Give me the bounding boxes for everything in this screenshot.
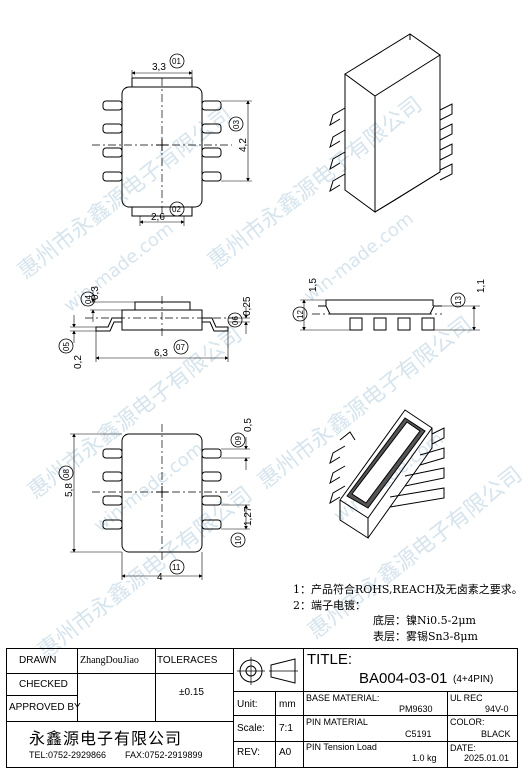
- company-name: 永鑫源电子有限公司: [29, 729, 183, 748]
- ul-value: 94V-0: [485, 704, 509, 714]
- company-tel: TEL:0752-2929866: [29, 750, 107, 760]
- balloon: 05: [62, 342, 71, 351]
- color-label: COLOR:: [450, 717, 485, 727]
- dim-label: 3,3: [152, 62, 166, 73]
- color-value: BLACK: [481, 729, 511, 739]
- projection-symbol-icon: [237, 657, 298, 685]
- dim-label: 1,5: [308, 278, 319, 292]
- dim-label: 2,6: [151, 212, 165, 223]
- title-label: TITLE:: [307, 651, 353, 668]
- dim-label: 0,2: [73, 355, 84, 369]
- drawn-value: ZhangDouJiao: [80, 655, 139, 666]
- dim-label: 1,27: [243, 506, 254, 526]
- dim-label: 5,8: [64, 483, 75, 497]
- dim-label: 6,3: [154, 348, 168, 359]
- dim-label: 0,3: [90, 286, 101, 300]
- pin-tension-label: PIN Tension Load: [306, 742, 377, 752]
- title-suffix: (4+4PIN): [453, 674, 494, 685]
- balloon: 10: [234, 536, 243, 545]
- dim-label: 4: [157, 572, 163, 583]
- balloon: 02: [172, 205, 181, 214]
- end-view-labels: 1,5 1,1 12 13: [292, 278, 487, 322]
- balloon: 09: [234, 436, 243, 445]
- isometric-view-bottom: [329, 409, 445, 539]
- title-value: BA004-03-01: [359, 670, 448, 687]
- balloon: 01: [172, 57, 181, 66]
- pin-material-value: C5191: [405, 729, 432, 739]
- side-view-labels: 0,3 0,2 0,25 6,3 04 05 06 07: [58, 286, 253, 369]
- date-value: 2025.01.01: [464, 753, 510, 763]
- balloon: 11: [172, 563, 181, 572]
- unit-label: Unit:: [237, 699, 258, 710]
- dim-label: 0,25: [242, 296, 253, 316]
- dim-label: 4,2: [238, 138, 249, 152]
- date-label: DATE:: [450, 743, 476, 753]
- approved-label: APPROVED BY: [9, 702, 81, 713]
- side-view: [70, 290, 250, 362]
- balloon: 13: [454, 296, 463, 305]
- balloon: 06: [231, 316, 240, 325]
- tolerances-label: TOLERACES: [157, 655, 218, 666]
- notes: 1：产品符合ROHS,REACH及无卤素之要求。 2：端子电镀： 底层：镍Ni0…: [293, 582, 523, 644]
- isometric-view-top: [329, 33, 453, 213]
- note-line: 2：端子电镀：: [293, 598, 366, 612]
- checked-label: CHECKED: [19, 679, 68, 690]
- pin-material-label: PIN MATERIAL: [306, 717, 368, 727]
- title-block: DRAWN ZhangDouJiao TOLERACES CHECKED ±0.…: [6, 648, 518, 768]
- note-line: 1：产品符合ROHS,REACH及无卤素之要求。: [293, 583, 523, 596]
- top-view: [92, 70, 252, 226]
- balloon: 03: [232, 120, 241, 129]
- company-fax: FAX:0752-2919899: [125, 750, 203, 760]
- balloon: 04: [84, 295, 93, 304]
- balloon: 12: [296, 310, 305, 319]
- note-line: 表层：雾锡Sn3-8μm: [373, 629, 478, 643]
- pin-tension-value: 1.0 kg: [412, 753, 437, 763]
- dim-label: 1,1: [476, 279, 487, 293]
- tolerances-value: ±0.15: [179, 687, 204, 698]
- scale-label: Scale:: [237, 723, 265, 734]
- dim-label: 0,5: [243, 418, 254, 432]
- ul-label: UL REC: [450, 693, 483, 703]
- rev-value: A0: [279, 747, 292, 758]
- base-material-label: BASE MATERIAL:: [306, 693, 380, 703]
- note-line: 底层：镍Ni0.5-2μm: [373, 614, 476, 627]
- base-material-value: PM9630: [399, 704, 433, 714]
- balloon: 07: [176, 343, 185, 352]
- rev-label: REV:: [237, 747, 260, 758]
- unit-value: mm: [279, 699, 296, 710]
- top-view-labels: 3,3 2,6 4,2 01 02 03: [151, 53, 249, 223]
- scale-value: 7:1: [279, 723, 293, 734]
- engineering-drawing: 3,3 2,6 4,2 01 02 03: [58, 33, 487, 583]
- bottom-view: [70, 424, 250, 580]
- bottom-view-labels: 5,8 4 0,5 1,27 08 09 10 11: [58, 418, 254, 583]
- balloon: 08: [62, 469, 71, 478]
- drawn-label: DRAWN: [19, 655, 57, 666]
- end-view: [300, 299, 480, 331]
